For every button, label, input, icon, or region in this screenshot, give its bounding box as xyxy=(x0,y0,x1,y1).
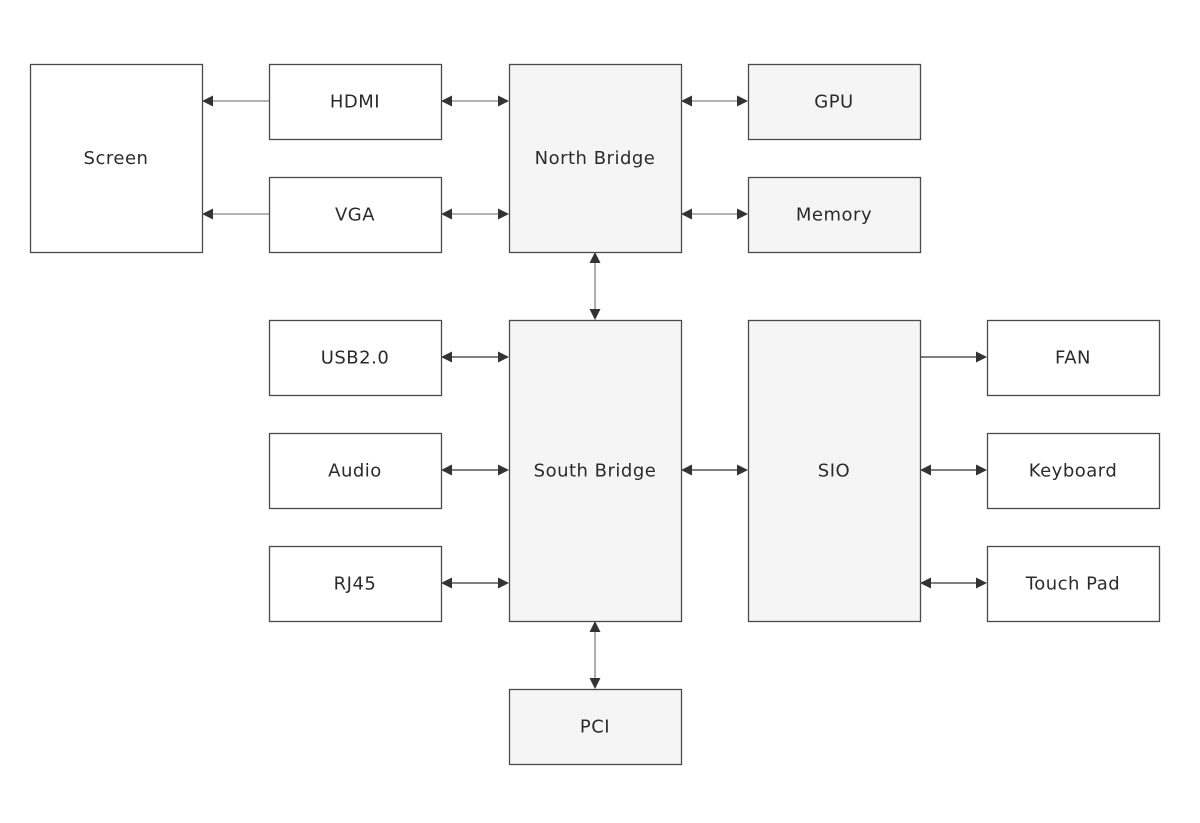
edge-audio-to-south_bridge xyxy=(441,464,509,476)
edge-north_bridge-to-memory xyxy=(681,208,748,220)
arrowhead-icon xyxy=(589,621,601,632)
node-label: North Bridge xyxy=(535,148,656,169)
node-label: HDMI xyxy=(330,92,380,113)
node-touch-pad: Touch Pad xyxy=(986,545,1161,623)
node-keyboard: Keyboard xyxy=(986,432,1161,510)
arrowhead-icon xyxy=(441,577,452,589)
node-sio: SIO xyxy=(747,319,922,623)
arrowhead-icon xyxy=(441,464,452,476)
node-label: GPU xyxy=(814,92,853,113)
edge-vga-to-screen xyxy=(202,208,269,220)
node-north-bridge: North Bridge xyxy=(508,63,683,254)
nodes: Screen HDMI VGA North Bridge GPU MemoryUSB2.0… xyxy=(29,63,1161,766)
arrowhead-icon xyxy=(589,309,601,320)
edge-sio-to-fan xyxy=(920,351,987,363)
node-label: Keyboard xyxy=(1029,461,1118,482)
edge-vga-to-north_bridge xyxy=(441,208,509,220)
node-box xyxy=(268,63,443,141)
edge-usb-to-south_bridge xyxy=(441,351,509,363)
node-box xyxy=(986,319,1161,397)
node-memory: Memory xyxy=(747,176,922,254)
edge-south_bridge-to-pci xyxy=(589,621,601,689)
arrowhead-icon xyxy=(441,351,452,363)
edge-north_bridge-to-south_bridge xyxy=(589,252,601,320)
edge-hdmi-to-north_bridge xyxy=(441,95,509,107)
node-box xyxy=(268,545,443,623)
node-label: Touch Pad xyxy=(1025,574,1120,595)
arrowhead-icon xyxy=(202,95,213,107)
edge-north_bridge-to-gpu xyxy=(681,95,748,107)
arrowhead-icon xyxy=(920,464,931,476)
arrowhead-icon xyxy=(920,577,931,589)
arrowhead-icon xyxy=(976,351,987,363)
node-label: RJ45 xyxy=(334,574,377,595)
node-usb: USB2.0 xyxy=(268,319,443,397)
arrowhead-icon xyxy=(681,464,692,476)
arrowhead-icon xyxy=(441,95,452,107)
node-audio: Audio xyxy=(268,432,443,510)
node-box xyxy=(268,319,443,397)
node-label: Audio xyxy=(328,461,382,482)
node-fan: FAN xyxy=(986,319,1161,397)
node-screen: Screen xyxy=(29,63,204,254)
node-vga: VGA xyxy=(268,176,443,254)
node-label: Memory xyxy=(796,205,872,226)
node-south-bridge: South Bridge xyxy=(508,319,683,623)
node-label: Screen xyxy=(84,148,149,169)
node-box xyxy=(747,63,922,141)
arrowhead-icon xyxy=(498,577,509,589)
arrowhead-icon xyxy=(498,208,509,220)
node-box xyxy=(508,688,683,766)
node-hdmi: HDMI xyxy=(268,63,443,141)
node-box xyxy=(268,432,443,510)
node-box xyxy=(268,176,443,254)
arrowhead-icon xyxy=(441,208,452,220)
arrowhead-icon xyxy=(737,95,748,107)
arrowhead-icon xyxy=(589,678,601,689)
arrowhead-icon xyxy=(737,208,748,220)
node-box xyxy=(986,432,1161,510)
edge-south_bridge-to-sio xyxy=(681,464,748,476)
arrowhead-icon xyxy=(498,464,509,476)
arrowhead-icon xyxy=(681,95,692,107)
node-pci: PCI xyxy=(508,688,683,766)
node-box xyxy=(508,63,683,254)
edges xyxy=(202,95,987,689)
node-label: South Bridge xyxy=(534,461,657,482)
edge-sio-to-touch_pad xyxy=(920,577,987,589)
node-label: SIO xyxy=(818,461,850,482)
node-box xyxy=(747,176,922,254)
edge-rj45-to-south_bridge xyxy=(441,577,509,589)
arrowhead-icon xyxy=(589,252,601,263)
node-box xyxy=(29,63,204,254)
node-rj45: RJ45 xyxy=(268,545,443,623)
node-label: FAN xyxy=(1055,348,1091,369)
node-label: PCI xyxy=(580,717,610,738)
arrowhead-icon xyxy=(976,464,987,476)
arrowhead-icon xyxy=(681,208,692,220)
arrowhead-icon xyxy=(202,208,213,220)
node-gpu: GPU xyxy=(747,63,922,141)
node-label: VGA xyxy=(335,205,375,226)
arrowhead-icon xyxy=(737,464,748,476)
node-label: USB2.0 xyxy=(321,348,390,369)
edge-hdmi-to-screen xyxy=(202,95,269,107)
edge-sio-to-keyboard xyxy=(920,464,987,476)
node-box xyxy=(986,545,1161,623)
node-box xyxy=(508,319,683,623)
arrowhead-icon xyxy=(498,351,509,363)
node-box xyxy=(747,319,922,623)
arrowhead-icon xyxy=(498,95,509,107)
arrowhead-icon xyxy=(976,577,987,589)
